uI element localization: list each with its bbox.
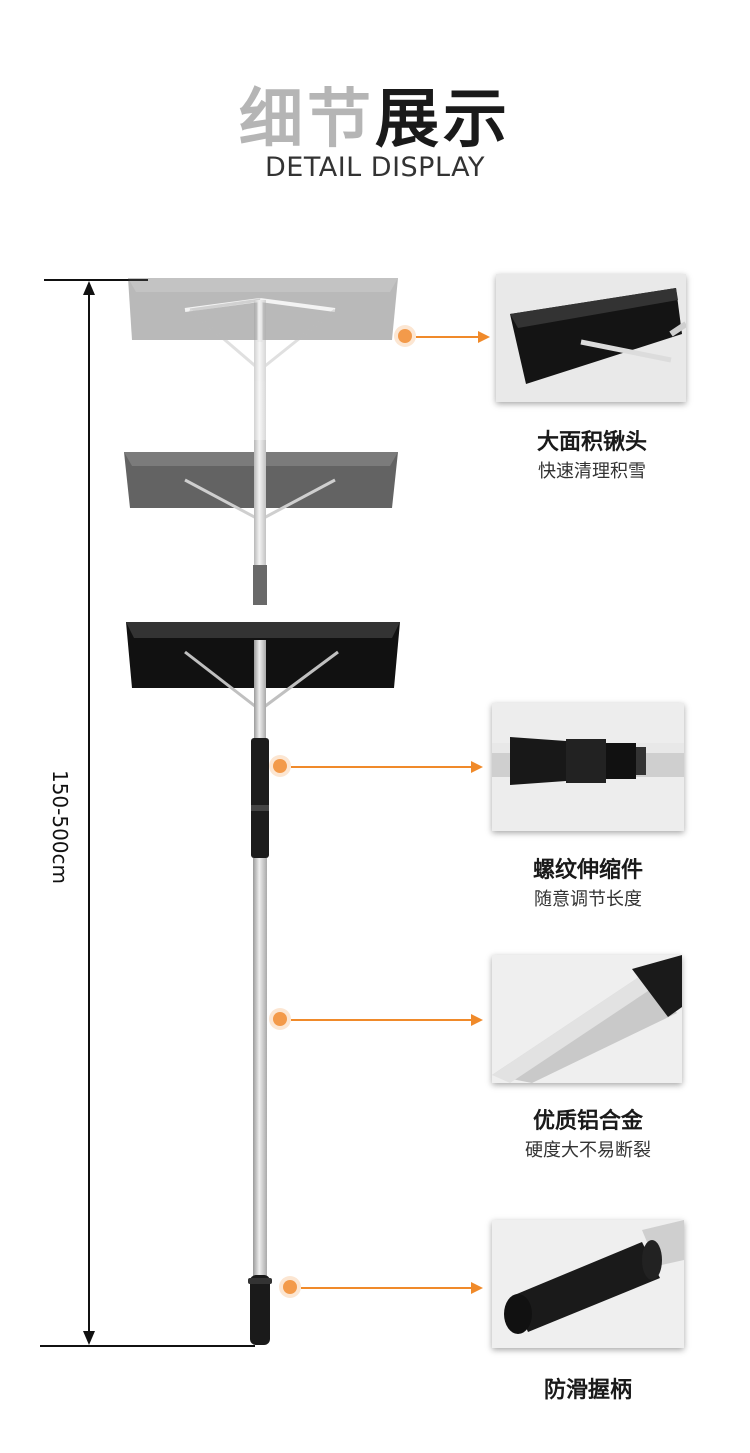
- dimension-label-text: 150-500cm: [48, 769, 72, 885]
- dimension-bottom-tick: [40, 1345, 255, 1347]
- pole-lower: [253, 858, 267, 1278]
- pointer-arrow-2: [291, 761, 483, 773]
- feature-title-4: 防滑握柄: [543, 1378, 632, 1403]
- feature-title-1: 大面积锹头: [536, 430, 647, 455]
- rake-blade-mid: [124, 440, 398, 605]
- feature-subtitle-1: 快速清理积雪: [538, 461, 646, 482]
- title-part-dark: 展示: [375, 83, 511, 157]
- marker-dot-1: [398, 329, 412, 343]
- dimension-arrow-down-icon: [83, 1331, 95, 1345]
- feature-title-2: 螺纹伸缩件: [532, 858, 643, 883]
- title-part-light: 细节: [239, 83, 375, 157]
- feature-photo-aluminum: [492, 955, 682, 1083]
- dimension-vertical-line: [88, 290, 90, 1336]
- telescopic-joint: [251, 738, 269, 858]
- feature-photo-grip: [492, 1220, 684, 1348]
- marker-dot-3: [273, 1012, 287, 1026]
- pointer-arrow-1: [416, 331, 490, 343]
- marker-dot-2: [273, 759, 287, 773]
- pointer-arrow-3: [291, 1014, 483, 1026]
- snow-rake-illustration: [124, 278, 400, 1345]
- feature-subtitle-2: 随意调节长度: [534, 889, 642, 910]
- pole-upper: [254, 640, 266, 740]
- feature-subtitle-3: 硬度大不易断裂: [525, 1140, 651, 1161]
- feature-photo-joint: [492, 703, 684, 831]
- feature-title-3: 优质铝合金: [532, 1109, 643, 1134]
- page-title: 细节展示: [0, 80, 750, 160]
- page-subtitle: DETAIL DISPLAY: [264, 152, 485, 183]
- dimension-arrow-up-icon: [83, 281, 95, 295]
- dimension-top-tick: [44, 279, 148, 281]
- dimension-label: 150-500cm: [30, 760, 90, 910]
- grip-handle: [250, 1275, 270, 1345]
- marker-dot-4: [283, 1280, 297, 1294]
- pointer-arrow-4: [301, 1282, 483, 1294]
- feature-photo-blade: [496, 274, 686, 402]
